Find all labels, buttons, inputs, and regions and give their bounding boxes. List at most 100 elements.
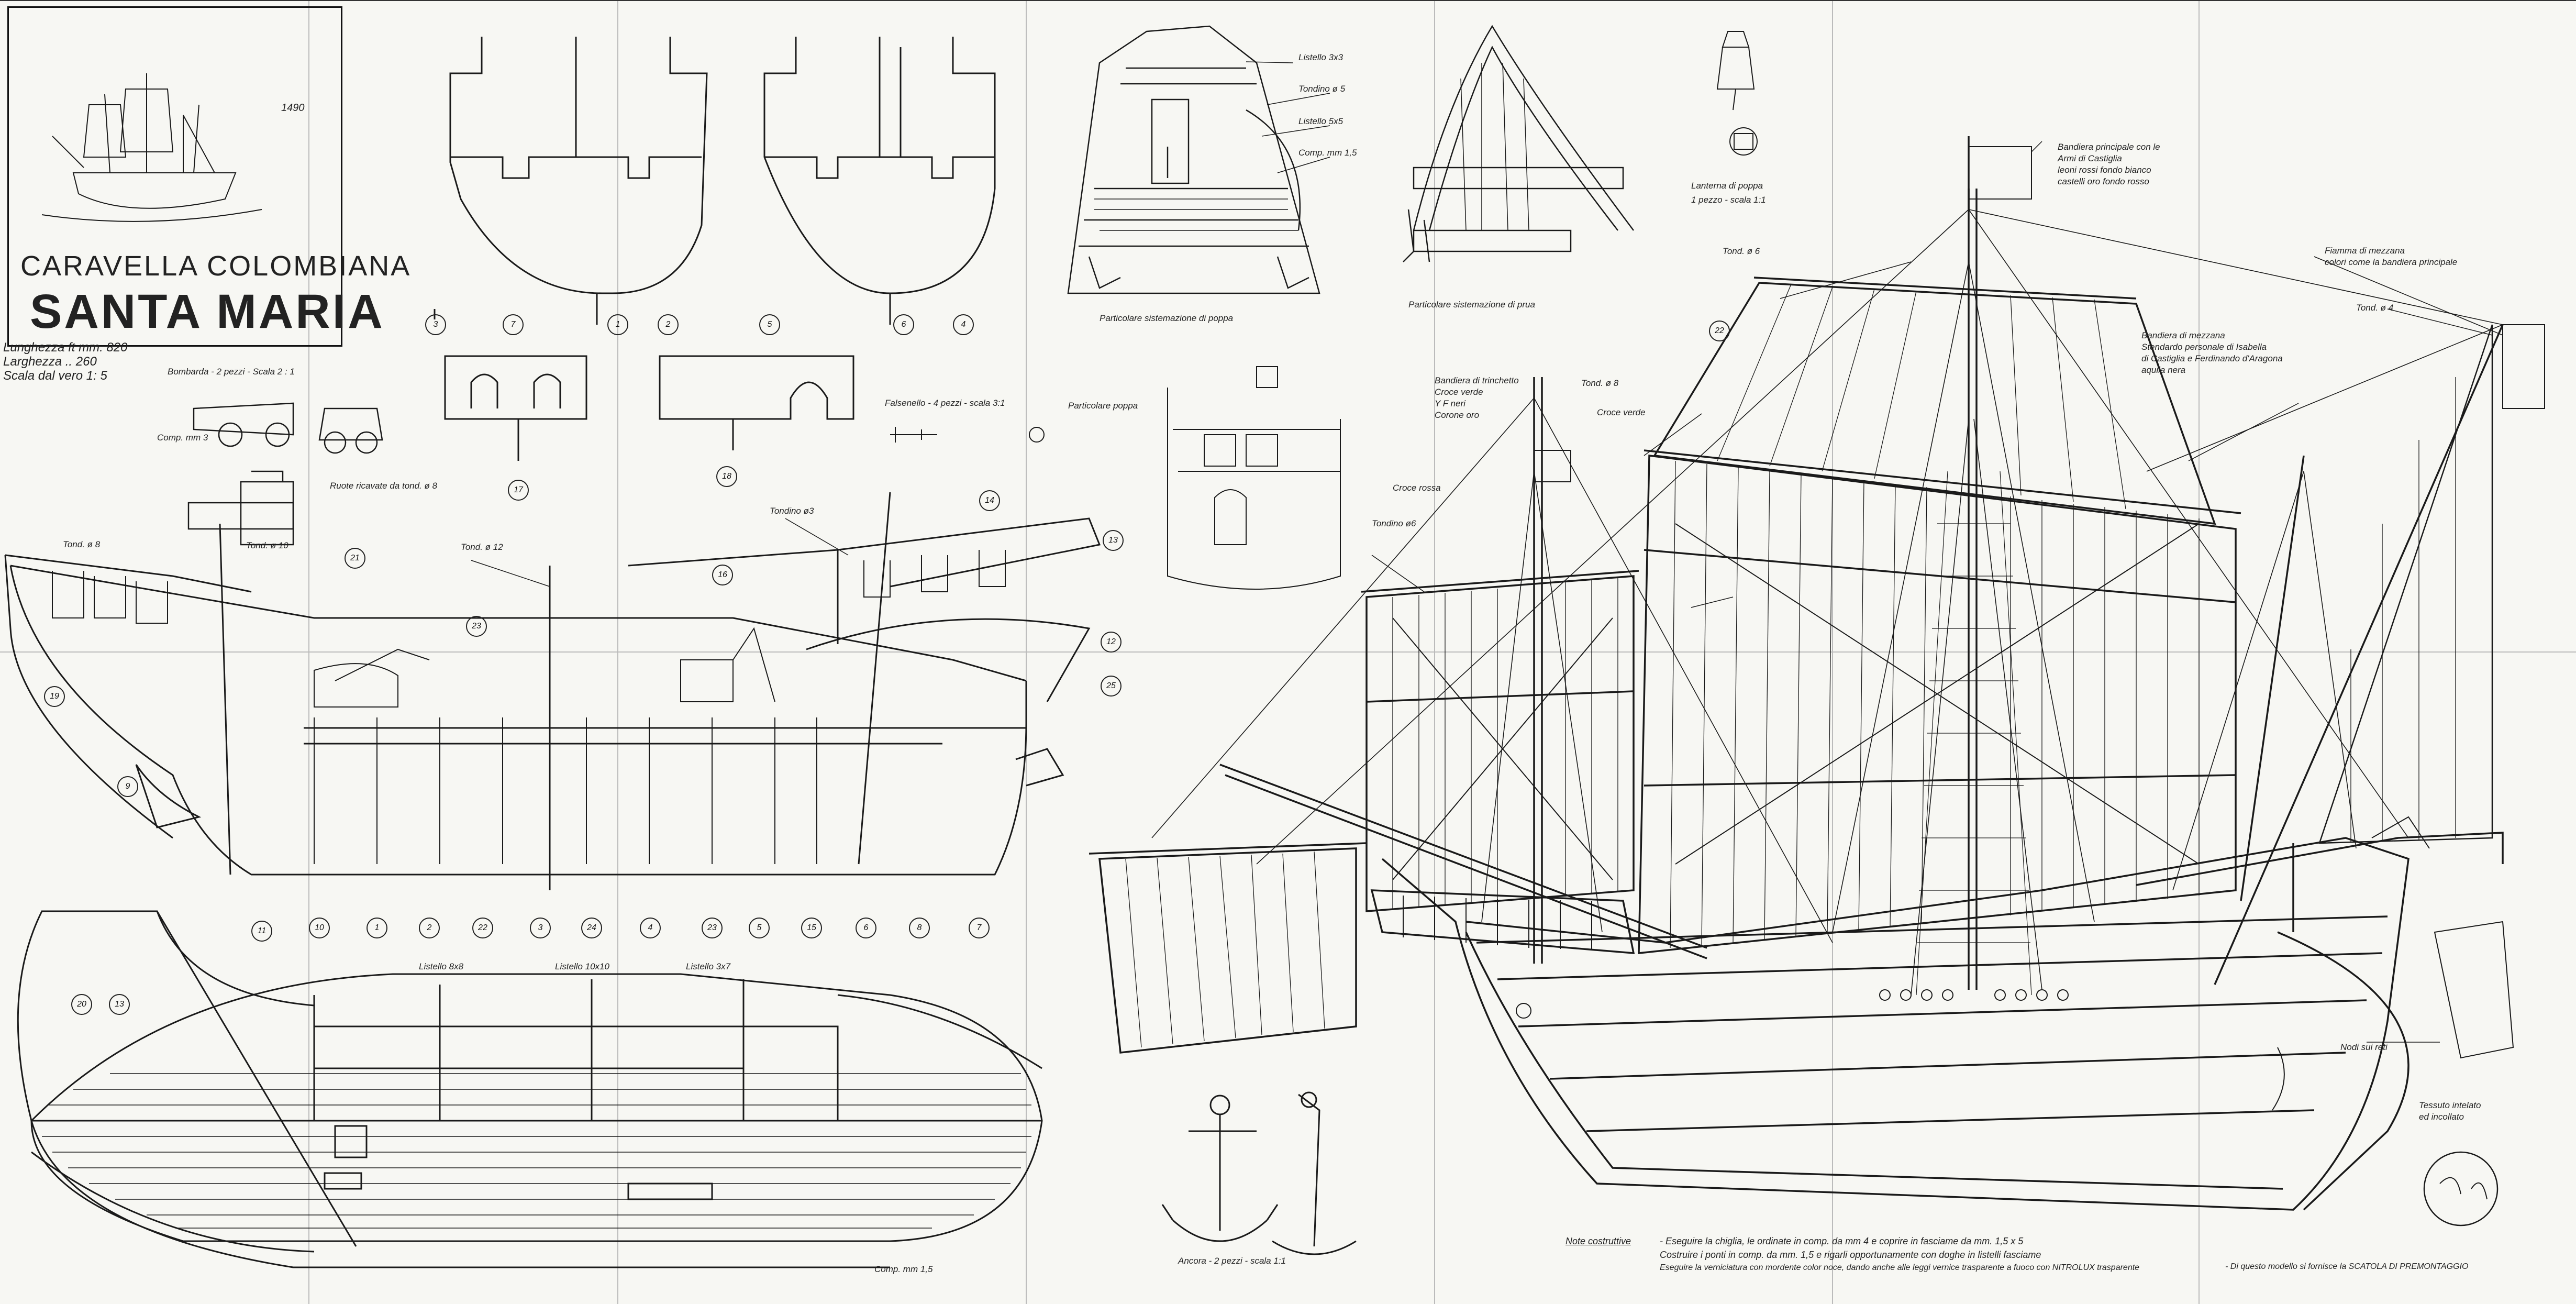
lantern-detail <box>1716 31 1758 156</box>
spec-width: Larghezza .. 260 <box>3 355 97 369</box>
year-label: 1490 <box>281 102 305 114</box>
label-comp15: Comp. mm 1,5 <box>1298 148 1357 158</box>
part-number: 10 <box>309 918 330 938</box>
label-nodi: Nodi sui reti <box>2340 1042 2388 1052</box>
part-number: 14 <box>979 490 1000 511</box>
label-part-poppa: Particolare poppa <box>1068 401 1138 411</box>
stern-detail <box>1067 25 1320 294</box>
label-listello3x3: Listello 3x3 <box>1298 52 1343 62</box>
label-listello3x7: Listello 3x7 <box>686 962 731 971</box>
anchor-drawings <box>1161 1091 1357 1255</box>
part-number: 22 <box>1709 321 1730 341</box>
label-tond10: Tond. ø 10 <box>246 540 288 550</box>
cannon-drawings <box>187 402 383 546</box>
part-number: 2 <box>419 918 440 938</box>
part-number: 22 <box>472 918 493 938</box>
part-number: 3 <box>530 918 551 938</box>
label-falsenello: Falsenello - 4 pezzi - scala 3:1 <box>885 398 1005 408</box>
part-number: 24 <box>581 918 602 938</box>
part-number: 20 <box>71 994 92 1015</box>
label-tessuto: Tessuto intelato ed incollato <box>2419 1100 2481 1123</box>
part-number: 13 <box>109 994 130 1015</box>
part-number: 4 <box>640 918 661 938</box>
spec-length: Lunghezza ft mm. 820 <box>3 340 128 355</box>
label-listello10x10: Listello 10x10 <box>555 962 609 971</box>
leader-lines <box>471 61 2503 1043</box>
label-bandiera-mezzana-3: di Castiglia e Ferdinando d'Aragona <box>2141 353 2283 363</box>
label-tond8-ship: Tond. ø 8 <box>1581 378 1619 388</box>
label-croce-rossa: Croce rossa <box>1393 483 1441 493</box>
notes-end: - Di questo modello si fornisce la SCATO… <box>2225 1262 2469 1271</box>
label-listello5x5: Listello 5x5 <box>1298 116 1343 126</box>
small-parts <box>890 366 1341 590</box>
part-number: 6 <box>856 918 876 938</box>
part-number: 1 <box>607 314 628 335</box>
label-tond4: Tond. ø 4 <box>2356 303 2394 313</box>
notes-title: Note costruttive <box>1565 1236 1631 1246</box>
label-stern-detail: Particolare sistemazione di poppa <box>1100 313 1234 323</box>
label-bandiera-trinchetto-1: Bandiera di trinchetto <box>1435 375 1519 385</box>
label-tondino5: Tondino ø 5 <box>1298 84 1346 94</box>
label-croce-verde: Croce verde <box>1597 407 1646 417</box>
label-bandiera-mezzana-2: Stendardo personale di Isabella <box>2141 342 2267 352</box>
notes-line-1: - Eseguire la chiglia, le ordinate in co… <box>1660 1236 2024 1246</box>
label-tond12: Tond. ø 12 <box>461 542 503 552</box>
label-tessuto-1: Tessuto intelato <box>2419 1100 2481 1110</box>
part-number: 5 <box>759 314 780 335</box>
part-number: 16 <box>712 565 733 585</box>
deck-plan <box>17 910 1043 1268</box>
part-number: 17 <box>508 480 529 501</box>
part-number: 19 <box>44 686 65 707</box>
title-block: 1490 CARAVELLA COLOMBIANA SANTA MARIA <box>7 6 409 347</box>
notes-line-3: Eseguire la verniciatura con mordente co… <box>1660 1263 2140 1272</box>
title-line1: CARAVELLA COLOMBIANA <box>20 250 412 282</box>
label-bandiera-trinchetto-3: Y F neri <box>1435 399 1465 408</box>
label-bandiera-mezzana-4: aquila nera <box>2141 365 2186 375</box>
label-tessuto-2: ed incollato <box>2419 1112 2464 1122</box>
label-bandiera-principale: Bandiera principale con le Armi di Casti… <box>2058 141 2160 187</box>
part-number: 12 <box>1101 632 1122 653</box>
notes-line-2: Costruire i ponti in comp. da mm. 1,5 e … <box>1660 1250 2041 1260</box>
part-number: 21 <box>345 548 365 569</box>
label-bandiera-mezzana: Bandiera di mezzana Stendardo personale … <box>2141 330 2283 376</box>
label-bow-detail: Particolare sistemazione di prua <box>1408 300 1535 310</box>
label-tond6: Tond. ø 6 <box>1723 246 1760 256</box>
part-number: 23 <box>702 918 723 938</box>
part-number: 15 <box>801 918 822 938</box>
part-number: 11 <box>251 921 272 942</box>
part-number: 1 <box>367 918 387 938</box>
part-number: 4 <box>953 314 974 335</box>
bow-detail <box>1403 25 1635 262</box>
label-tondino3: Tondino ø3 <box>770 506 814 516</box>
label-lanterna-sub: 1 pezzo - scala 1:1 <box>1691 195 1766 205</box>
part-number: 9 <box>117 776 138 797</box>
part-number: 3 <box>425 314 446 335</box>
part-number: 2 <box>658 314 679 335</box>
label-ruote: Ruote ricavate da tond. ø 8 <box>330 481 438 491</box>
part-number: 6 <box>893 314 914 335</box>
part-number: 23 <box>466 616 487 637</box>
label-ancora: Ancora - 2 pezzi - scala 1:1 <box>1178 1256 1286 1266</box>
title-specs: Lunghezza ft mm. 820 Larghezza .. 260 Sc… <box>3 340 127 383</box>
label-bombarda: Bombarda - 2 pezzi - Scala 2 : 1 <box>168 367 295 377</box>
part-17-18 <box>444 355 854 461</box>
label-fiamma: Fiamma di mezzana colori come la bandier… <box>2325 245 2457 268</box>
label-fiamma-1: Fiamma di mezzana <box>2325 246 2405 256</box>
label-bandiera-trinchetto-4: Corone oro <box>1435 410 1480 420</box>
label-bandiera-principale-2: Armi di Castiglia <box>2058 153 2122 163</box>
label-tond8: Tond. ø 8 <box>63 539 101 549</box>
label-bandiera-trinchetto-2: Croce verde <box>1435 387 1483 397</box>
label-bandiera-principale-3: leoni rossi fondo bianco <box>2058 165 2151 175</box>
label-bandiera-principale-4: castelli oro fondo rosso <box>2058 176 2149 186</box>
label-comp3: Comp. mm 3 <box>157 433 208 443</box>
frame-sections <box>434 37 996 325</box>
label-listello8x8: Listello 8x8 <box>419 962 464 971</box>
label-bandiera-trinchetto: Bandiera di trinchetto Croce verde Y F n… <box>1435 375 1519 421</box>
label-comp15-deck: Comp. mm 1,5 <box>874 1264 933 1274</box>
label-bandiera-mezzana-1: Bandiera di mezzana <box>2141 330 2225 340</box>
ship-vignette <box>41 73 262 222</box>
label-fiamma-2: colori come la bandiera principale <box>2325 257 2458 267</box>
part-number: 13 <box>1103 530 1124 551</box>
main-ship-elevation <box>1089 136 2545 1226</box>
